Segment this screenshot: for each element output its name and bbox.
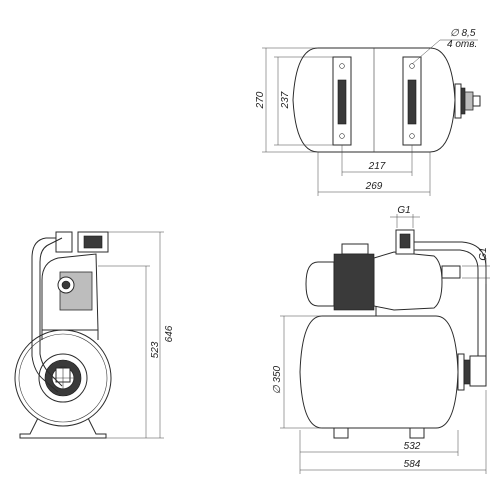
dim-g1-inlet: G1 bbox=[397, 205, 410, 216]
dim-646: 646 bbox=[164, 325, 175, 342]
top-mount-bracket-left bbox=[332, 56, 352, 146]
top-view: ∅ 8,5 4 отв. 270 237 217 269 bbox=[255, 28, 481, 196]
dim-270: 270 bbox=[255, 91, 266, 109]
front-flange bbox=[38, 353, 88, 403]
dim-217: 217 bbox=[368, 161, 386, 172]
side-pump bbox=[373, 251, 443, 311]
hole-count-label: 4 отв. bbox=[447, 39, 477, 50]
front-view: 646 523 bbox=[14, 231, 175, 439]
hole-diameter-label: ∅ 8,5 bbox=[450, 28, 476, 39]
dim-269: 269 bbox=[365, 181, 383, 192]
top-mount-bracket-right bbox=[402, 56, 422, 146]
front-pipe bbox=[31, 237, 63, 393]
dim-584: 584 bbox=[404, 459, 421, 470]
dim-d350: ∅ 350 bbox=[272, 365, 283, 394]
side-tank-outline bbox=[299, 315, 459, 429]
top-flange bbox=[454, 83, 481, 119]
dim-g1-outlet: G1 bbox=[478, 247, 489, 260]
dim-237: 237 bbox=[280, 91, 291, 109]
side-motor bbox=[305, 243, 375, 311]
dim-532: 532 bbox=[404, 441, 421, 452]
side-view: G1 G1 ∅ 350 532 584 bbox=[272, 205, 490, 474]
dim-523: 523 bbox=[150, 341, 161, 358]
